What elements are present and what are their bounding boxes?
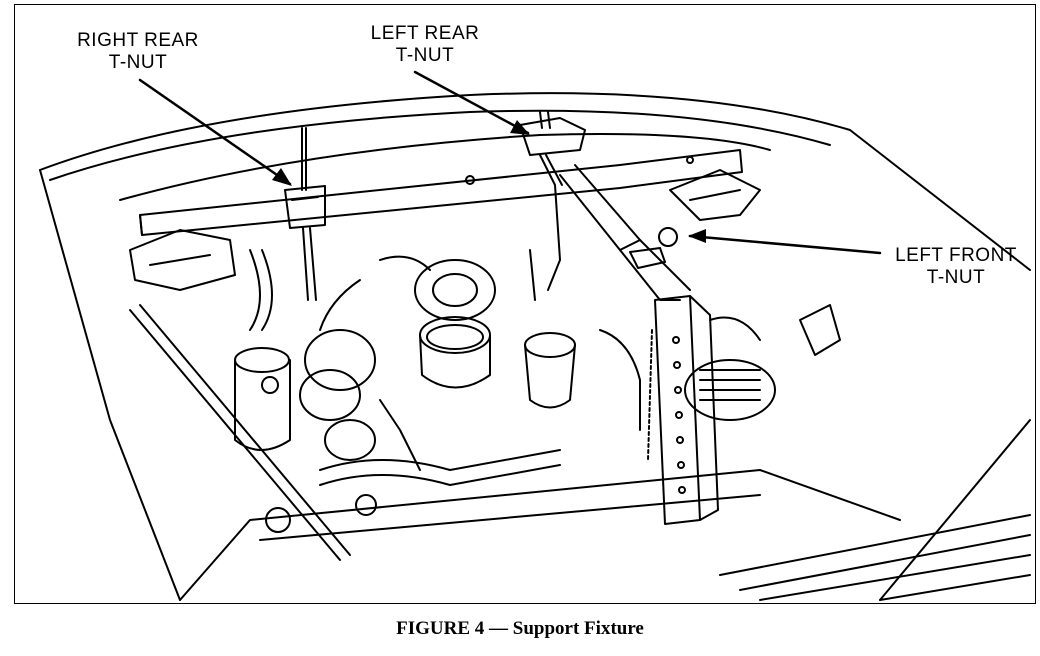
air-cleaner <box>419 316 491 389</box>
label-right-rear-line1: RIGHT REAR <box>77 30 199 51</box>
blower <box>414 259 496 321</box>
right-mount <box>129 229 236 291</box>
label-left-front-line1: LEFT FRONT <box>895 245 1017 266</box>
right-rear-t-nut <box>284 127 326 301</box>
left-mount <box>669 169 761 221</box>
label-left-front-line2: T-NUT <box>926 267 986 288</box>
fixture-crossbar <box>139 149 743 236</box>
figure-caption: FIGURE 4 — Support Fixture <box>0 618 1040 640</box>
hood-opening-outline <box>39 92 1031 271</box>
battery-area <box>684 359 776 421</box>
grille <box>719 514 1031 601</box>
label-left-front-t-nut: LEFT FRONT T-NUT <box>876 245 1036 289</box>
figure-frame <box>14 4 1036 604</box>
left-front-t-nut <box>559 164 691 301</box>
upper-hose <box>319 449 561 471</box>
accessories <box>234 329 376 461</box>
label-left-rear-line1: LEFT REAR <box>370 23 480 44</box>
label-left-rear-line2: T-NUT <box>395 45 455 66</box>
label-right-rear-line2: T-NUT <box>108 52 168 73</box>
fixture-post <box>647 295 719 525</box>
caption-separator: — <box>484 618 513 639</box>
label-right-rear-t-nut: RIGHT REAR T-NUT <box>58 30 218 74</box>
leader-arrows <box>138 70 882 255</box>
left-rear-t-nut <box>519 111 586 291</box>
label-left-rear-t-nut: LEFT REAR T-NUT <box>345 23 505 67</box>
caption-figure-number: FIGURE 4 <box>396 618 485 639</box>
lower-hose <box>249 249 261 331</box>
caption-title: Support Fixture <box>512 618 644 639</box>
distributor <box>524 332 576 409</box>
